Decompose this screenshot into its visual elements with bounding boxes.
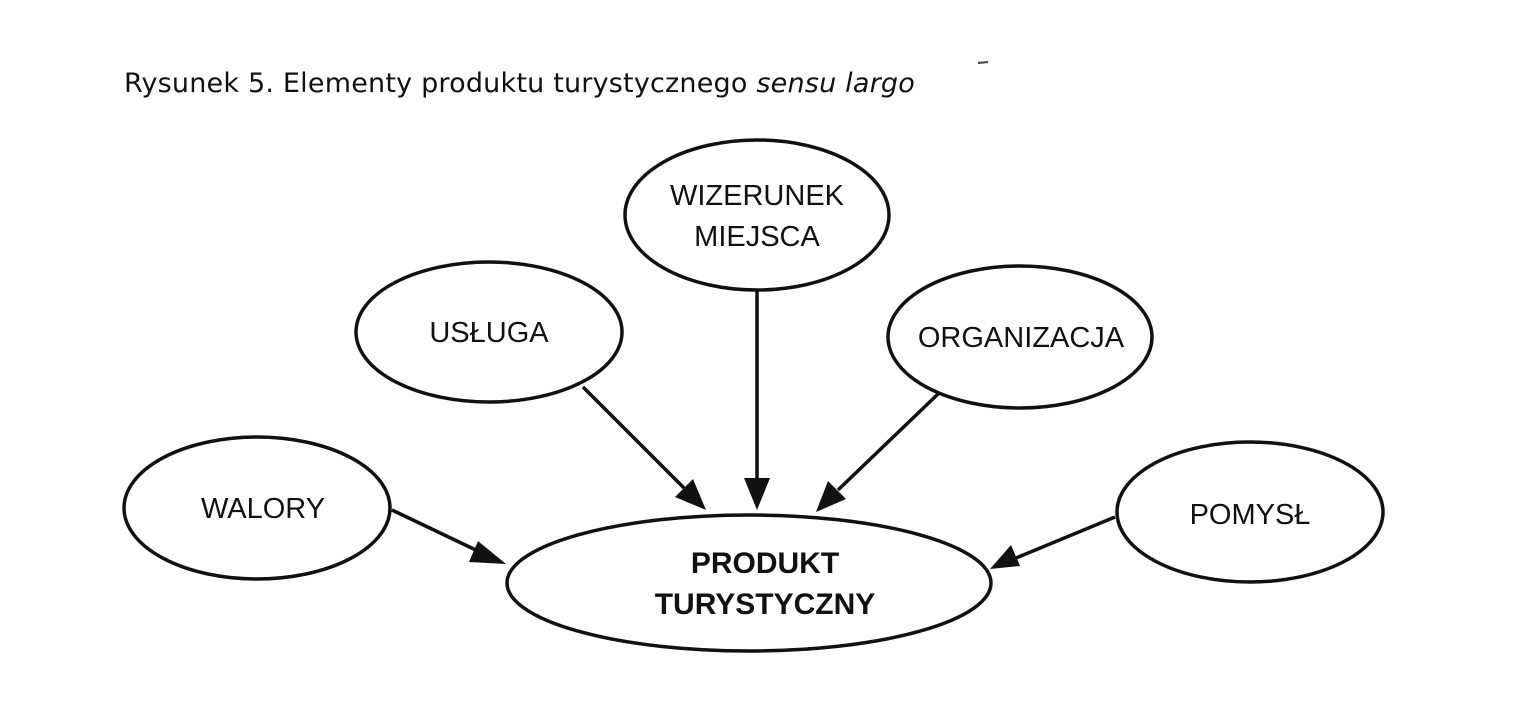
node-wizerunek-miejsca: WIZERUNEK MIEJSCA (623, 138, 891, 292)
figure-caption: Rysunek 5. Elementy produktu turystyczne… (124, 68, 915, 99)
node-pomysl: POMYSŁ (1115, 440, 1385, 584)
node-label-line: TURYSTYCZNY (655, 588, 876, 621)
node-label-line: USŁUGA (429, 317, 549, 349)
node-label-line: WIZERUNEK (670, 180, 845, 212)
stray-mark (977, 61, 989, 64)
caption-emphasis: sensu largo (756, 68, 915, 99)
edges (391, 290, 1116, 569)
node-produkt-turystyczny: PRODUKT TURYSTYCZNY (505, 513, 993, 653)
edge-wizerunek-produkt (744, 290, 770, 510)
node-label-line: ORGANIZACJA (918, 322, 1125, 354)
edge-walory-produkt (391, 508, 506, 564)
node-label-line: WALORY (201, 493, 325, 525)
node-label-line: MIEJSCA (694, 221, 820, 253)
node-walory: WALORY (122, 435, 392, 581)
node-organizacja: ORGANIZACJA (886, 264, 1154, 410)
caption-text: Rysunek 5. Elementy produktu turystyczne… (124, 68, 757, 99)
edge-organizacja-produkt (816, 392, 940, 512)
edge-usluga-produkt (581, 385, 706, 510)
node-label-line: POMYSŁ (1190, 499, 1311, 531)
edge-pomysl-produkt (990, 515, 1116, 569)
node-usluga: USŁUGA (354, 260, 624, 404)
node-label-line: PRODUKT (691, 547, 839, 580)
